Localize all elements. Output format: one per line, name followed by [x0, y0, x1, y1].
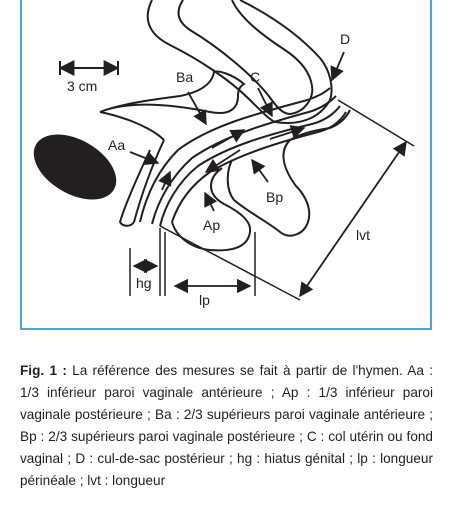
arrow-lumen-mid-p	[204, 149, 241, 173]
arrow-Ap	[204, 191, 218, 212]
pubic-bone-mark	[33, 134, 117, 200]
arrow-D	[330, 51, 345, 82]
anterior-vaginal-wall-outer	[118, 139, 165, 227]
scale-label: 3 cm	[67, 78, 97, 94]
arrow-lumen-mid-a	[211, 129, 246, 149]
lvt-extension-bottom	[159, 225, 301, 301]
label-Aa: Aa	[108, 137, 125, 153]
arrow-C	[257, 87, 273, 118]
label-Ba: Ba	[176, 69, 193, 85]
anterior-vaginal-wall	[139, 87, 331, 223]
figure-caption: Fig. 1 : La référence des mesures se fai…	[20, 360, 433, 492]
arrow-Ba	[187, 91, 207, 126]
label-lvt: lvt	[356, 227, 370, 243]
caption-text: La référence des mesures se fait à parti…	[20, 363, 433, 488]
arrow-lumen-upper-p	[269, 125, 306, 140]
label-Ap: Ap	[203, 217, 220, 233]
bladder-funnel	[99, 111, 165, 141]
cervix-outline	[177, 0, 314, 116]
caption-label: Fig. 1 :	[20, 363, 67, 378]
posterior-vaginal-wall	[159, 105, 341, 227]
label-hg: hg	[136, 275, 152, 291]
uterus-outline	[146, 0, 333, 124]
label-C: C	[250, 69, 260, 85]
anatomy-diagram: 3 cm D C Ba Aa Bp Ap lvt hg	[33, 0, 415, 308]
label-Bp: Bp	[266, 189, 283, 205]
arrow-Bp	[251, 158, 269, 183]
arrow-Aa	[129, 151, 160, 165]
lvt-extension-top	[337, 99, 415, 147]
arrow-lumen-lower-a	[158, 170, 172, 191]
lvt-dimension-line	[299, 140, 407, 298]
label-lp: lp	[199, 292, 210, 308]
label-D: D	[340, 31, 350, 47]
